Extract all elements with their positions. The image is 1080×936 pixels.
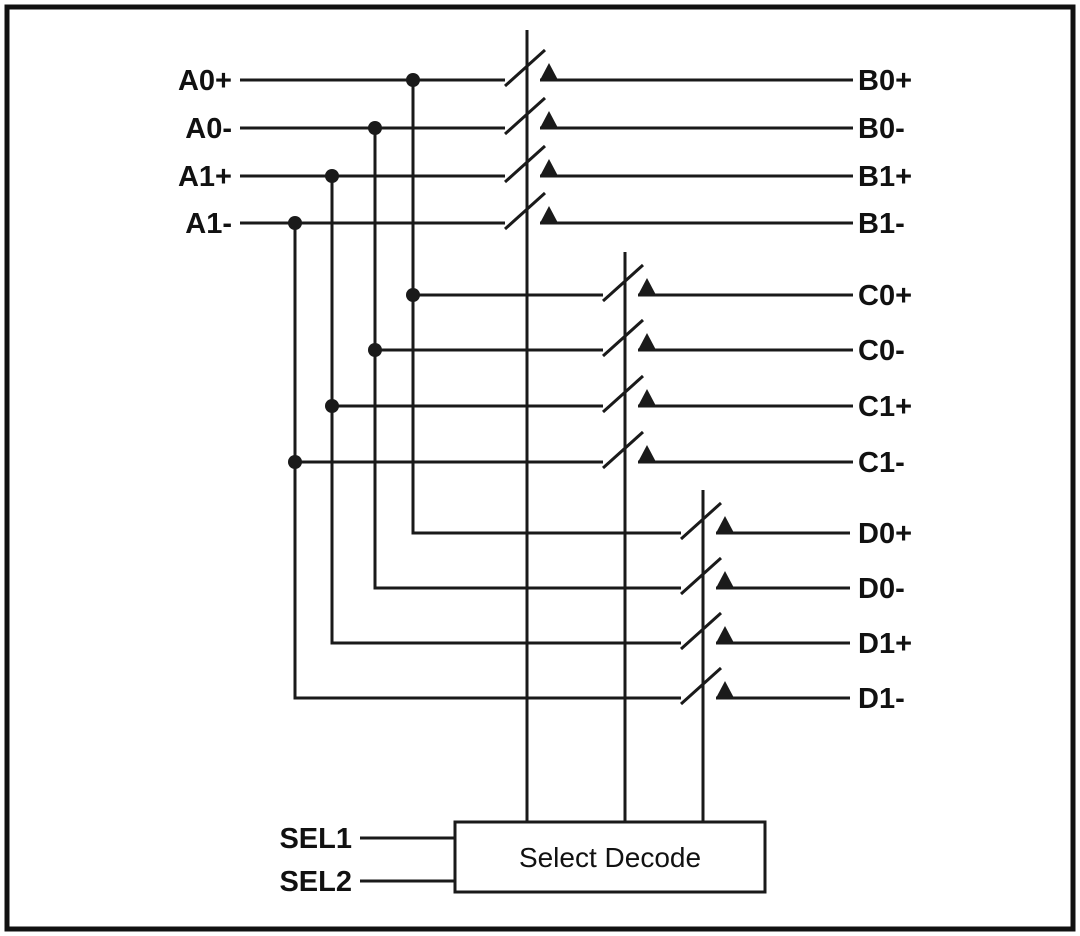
switch-c1-minus bbox=[601, 430, 853, 470]
junction-dot bbox=[406, 288, 420, 302]
wire-a1-minus-branch-d bbox=[293, 223, 681, 700]
sel2-label: SEL2 bbox=[279, 866, 352, 898]
switch-d1-plus bbox=[679, 611, 850, 651]
switch-b0-minus bbox=[503, 96, 853, 136]
switch-c1-plus bbox=[601, 374, 853, 414]
junction-dot bbox=[368, 121, 382, 135]
switch-d1-minus bbox=[679, 666, 850, 706]
pin-label-a0-minus: A0- bbox=[185, 113, 232, 145]
switch-arrowhead-icon bbox=[638, 389, 656, 406]
wire-a1-plus-branch-d bbox=[330, 176, 681, 645]
switch-b1-plus bbox=[503, 144, 853, 184]
switch-arrowhead-icon bbox=[540, 159, 558, 176]
switch-arrowhead-icon bbox=[638, 278, 656, 295]
junction-dot bbox=[288, 216, 302, 230]
switch-b1-minus bbox=[503, 191, 853, 231]
switch-arrowhead-icon bbox=[638, 333, 656, 350]
switch-blade bbox=[601, 430, 645, 470]
select-decode-label: Select Decode bbox=[519, 842, 701, 873]
switch-b0-plus bbox=[503, 48, 853, 88]
switch-arrowhead-icon bbox=[540, 63, 558, 80]
switch-blade bbox=[679, 666, 723, 706]
select-decode-box bbox=[453, 820, 767, 894]
switch-arrowhead-icon bbox=[716, 626, 734, 643]
net-a0-plus bbox=[240, 73, 681, 535]
pin-label-a0-plus: A0+ bbox=[178, 65, 232, 97]
pin-label-b0-minus: B0- bbox=[858, 113, 905, 145]
net-a0-minus bbox=[240, 121, 681, 590]
switch-blade bbox=[503, 96, 547, 136]
pin-label-d1-minus: D1- bbox=[858, 683, 905, 715]
pin-label-d0-plus: D0+ bbox=[858, 518, 912, 550]
diagram-border bbox=[4, 4, 1076, 932]
switch-blade bbox=[679, 611, 723, 651]
pin-label-a1-plus: A1+ bbox=[178, 161, 232, 193]
pin-label-d1-plus: D1+ bbox=[858, 628, 912, 660]
switch-arrowhead-icon bbox=[716, 571, 734, 588]
pin-label-b0-plus: B0+ bbox=[858, 65, 912, 97]
wire-a0-minus-branch-d bbox=[373, 128, 681, 590]
switch-arrowhead-icon bbox=[716, 516, 734, 533]
pin-label-c1-plus: C1+ bbox=[858, 391, 912, 423]
switch-blade bbox=[601, 374, 645, 414]
switch-arrowhead-icon bbox=[540, 111, 558, 128]
pin-label-c1-minus: C1- bbox=[858, 447, 905, 479]
net-a1-minus bbox=[240, 216, 681, 700]
switch-blade bbox=[601, 263, 645, 303]
switch-d0-minus bbox=[679, 556, 850, 596]
pin-label-d0-minus: D0- bbox=[858, 573, 905, 605]
junction-dot bbox=[325, 169, 339, 183]
junction-dot bbox=[325, 399, 339, 413]
switch-blade bbox=[601, 318, 645, 358]
select-decode-block: Select Decode SEL1 SEL2 bbox=[279, 820, 767, 898]
switch-blade bbox=[503, 48, 547, 88]
switch-blade bbox=[503, 191, 547, 231]
wire-a0-plus-branch-d bbox=[411, 80, 681, 535]
switch-blade bbox=[503, 144, 547, 184]
pin-label-b1-plus: B1+ bbox=[858, 161, 912, 193]
pin-label-b1-minus: B1- bbox=[858, 208, 905, 240]
junction-dot bbox=[368, 343, 382, 357]
switch-c0-minus bbox=[601, 318, 853, 358]
switch-d0-plus bbox=[679, 501, 850, 541]
switch-blade bbox=[679, 556, 723, 596]
pin-label-c0-plus: C0+ bbox=[858, 280, 912, 312]
junction-dot bbox=[288, 455, 302, 469]
pin-label-a1-minus: A1- bbox=[185, 208, 232, 240]
switch-arrowhead-icon bbox=[716, 681, 734, 698]
switch-c0-plus bbox=[601, 263, 853, 303]
pin-label-c0-minus: C0- bbox=[858, 335, 905, 367]
switch-arrowhead-icon bbox=[638, 445, 656, 462]
junction-dot bbox=[406, 73, 420, 87]
switch-arrowhead-icon bbox=[540, 206, 558, 223]
sel1-label: SEL1 bbox=[279, 823, 352, 855]
net-a1-plus bbox=[240, 169, 681, 645]
switch-blade bbox=[679, 501, 723, 541]
